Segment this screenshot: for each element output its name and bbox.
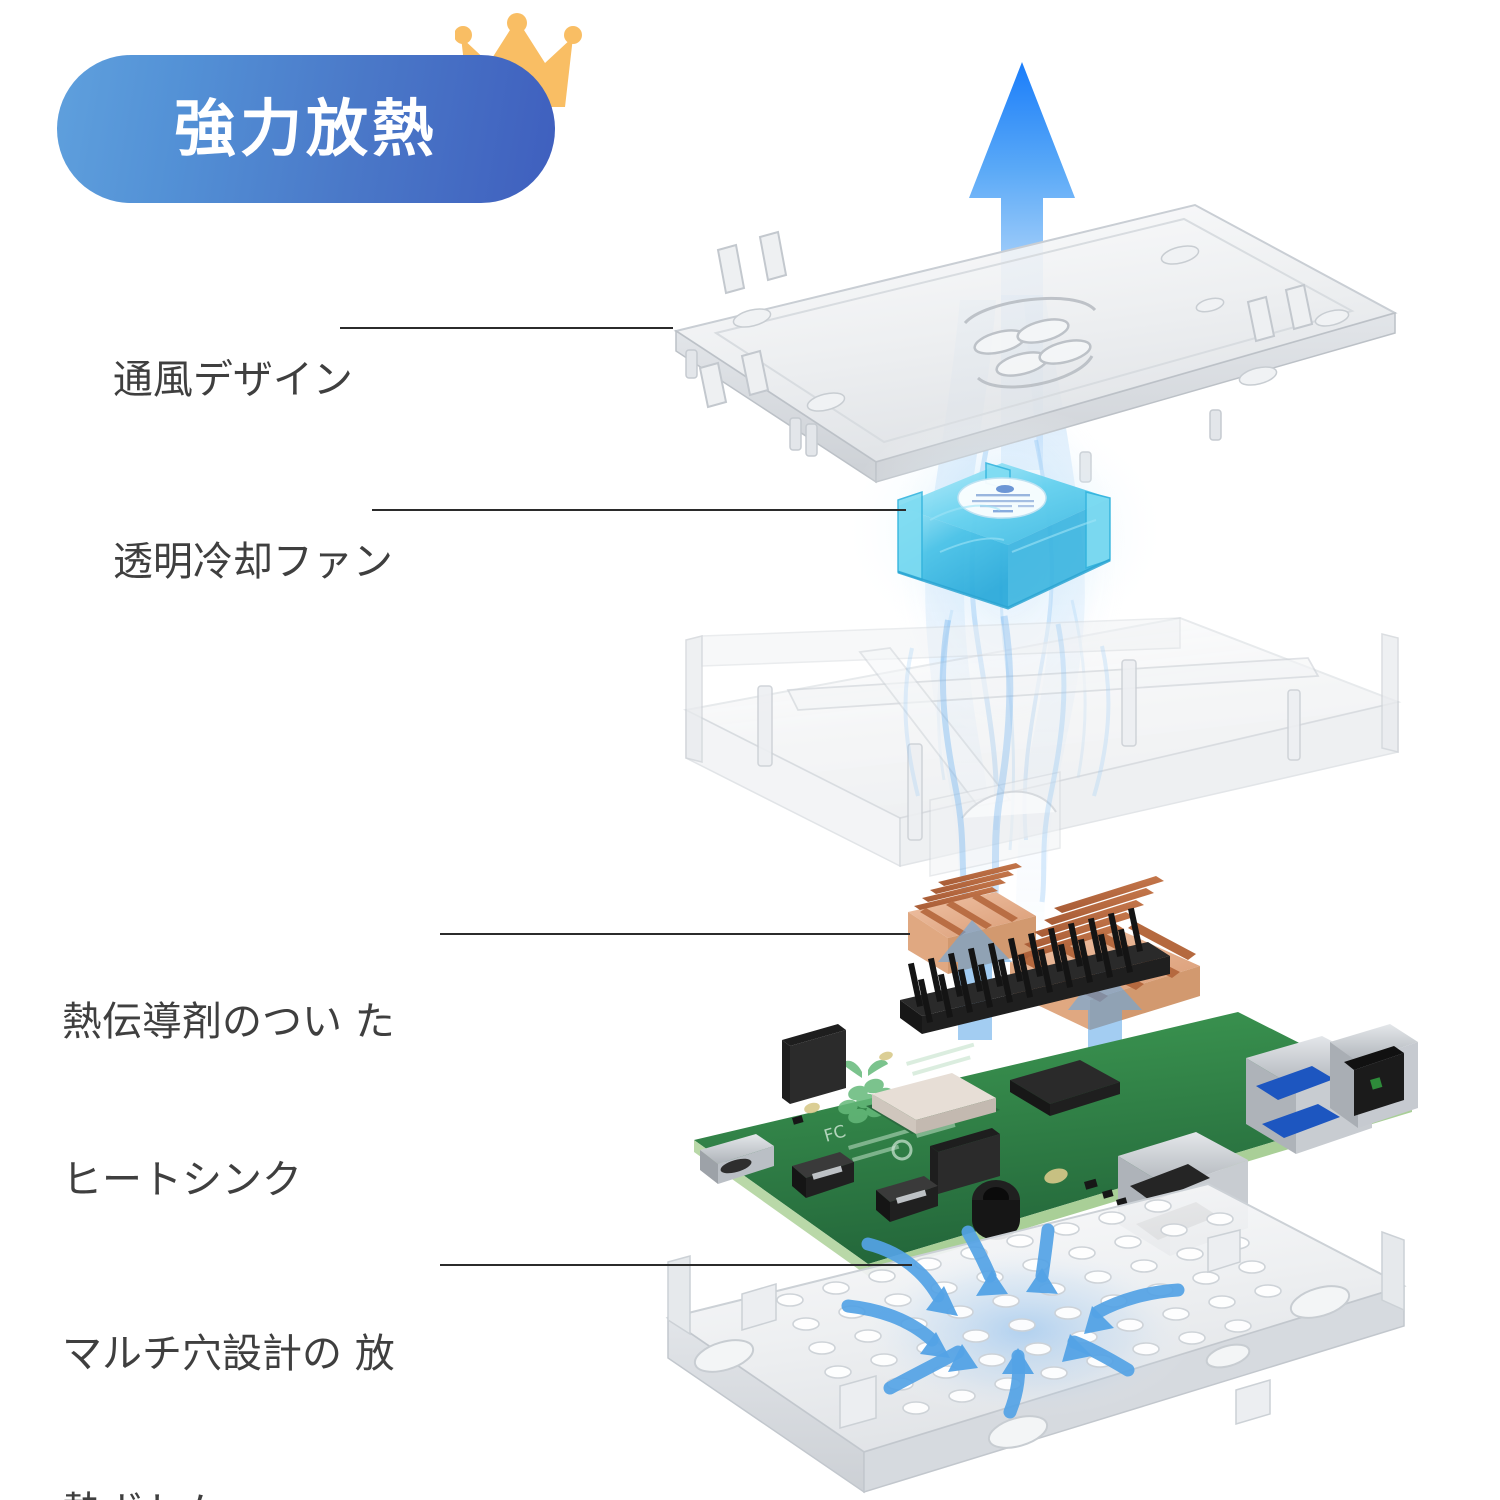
leader-line-vent bbox=[340, 327, 673, 329]
middle-frame-part bbox=[682, 615, 1402, 905]
ram-chip bbox=[1010, 1060, 1120, 1116]
hdmi-ports bbox=[792, 1152, 938, 1222]
callout-label-vent: 通風デザイン bbox=[62, 301, 353, 459]
leader-line-fan bbox=[372, 509, 906, 511]
audio-jack bbox=[972, 1180, 1020, 1240]
callout-vent-line1: 通風デザイン bbox=[112, 356, 353, 403]
soc-chip bbox=[866, 1073, 1000, 1134]
fan-label-mark bbox=[972, 485, 1034, 513]
intake-arrowheads bbox=[920, 1268, 1114, 1374]
badge-pill: 強力放熱 bbox=[57, 55, 555, 203]
ethernet-port bbox=[1330, 1024, 1418, 1128]
callout-heatsink-line1: 熱伝導剤のつい た bbox=[62, 998, 395, 1045]
callout-label-heatsink: 熱伝導剤のつい た ヒートシンク bbox=[62, 890, 395, 1312]
callout-bottom-line1: マルチ穴設計の 放 bbox=[62, 1330, 395, 1377]
badge-title: 強力放熱 bbox=[173, 92, 438, 165]
bottom-tray-part bbox=[665, 1182, 1407, 1494]
callout-label-fan: 透明冷却ファン bbox=[62, 483, 393, 641]
leader-line-heatsink bbox=[440, 933, 910, 935]
callout-label-bottom: マルチ穴設計の 放 熱ボトム bbox=[62, 1222, 395, 1500]
raspberry-pi-part: FC bbox=[694, 907, 1418, 1276]
title-badge: 強力放熱 bbox=[57, 13, 582, 205]
heatsink-small bbox=[908, 863, 1036, 974]
leader-line-bottom bbox=[440, 1264, 912, 1266]
cooling-fan-part bbox=[840, 405, 1170, 655]
callout-bottom-line2: 熱ボトム bbox=[62, 1486, 395, 1500]
callout-fan-line1: 透明冷却ファン bbox=[112, 538, 393, 585]
top-lid-part bbox=[673, 203, 1398, 484]
usbc-port bbox=[700, 1134, 774, 1184]
gpio-header bbox=[900, 907, 1170, 1034]
callout-heatsink-line2: ヒートシンク bbox=[62, 1156, 302, 1203]
